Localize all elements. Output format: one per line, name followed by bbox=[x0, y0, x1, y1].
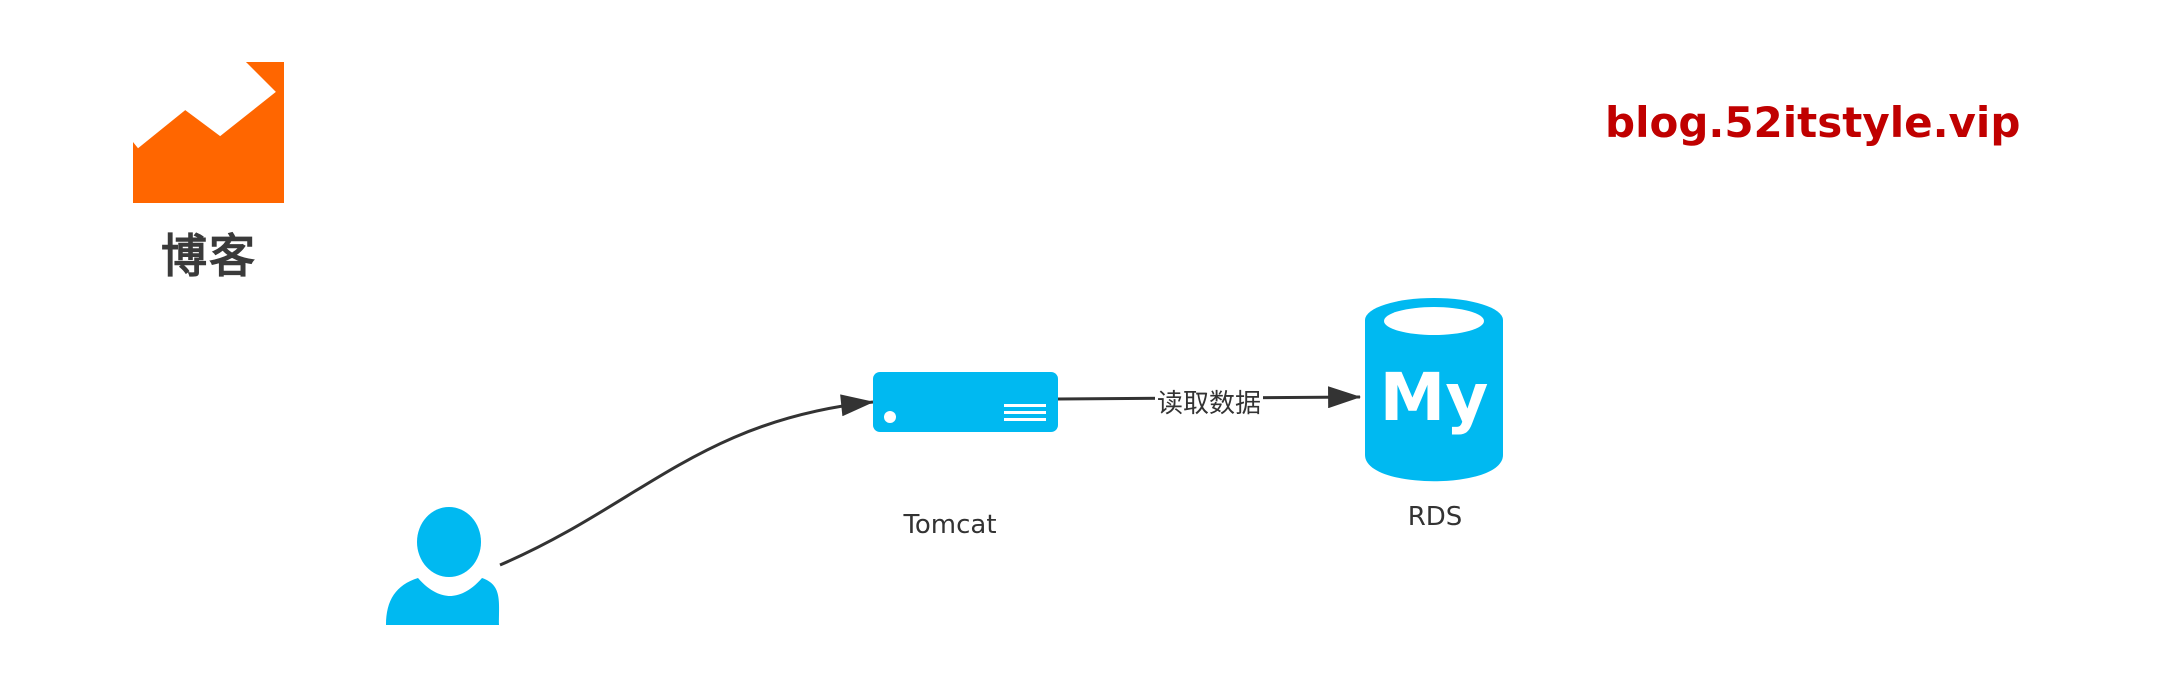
brand-label: 博客 bbox=[161, 229, 257, 283]
trending-up-chart-icon bbox=[127, 62, 284, 203]
tomcat-label: Tomcat bbox=[903, 510, 997, 540]
rds-label: RDS bbox=[1407, 502, 1463, 532]
edge-label-read-data: 读取数据 bbox=[1155, 383, 1264, 420]
site-url: blog.52itstyle.vip bbox=[1605, 98, 2021, 147]
server-icon bbox=[873, 372, 1058, 432]
user-icon bbox=[386, 507, 500, 625]
edge-user-to-tomcat bbox=[499, 394, 875, 567]
mysql-icon-text: My bbox=[1380, 359, 1489, 436]
mysql-database-icon: My bbox=[1365, 298, 1503, 482]
